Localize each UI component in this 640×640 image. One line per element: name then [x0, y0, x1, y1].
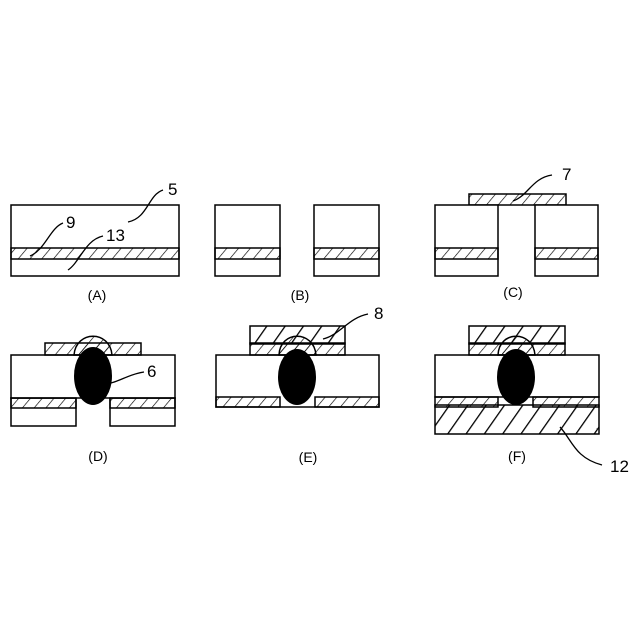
panel-label-e: (E): [299, 449, 318, 465]
callout-5: 5: [168, 180, 177, 199]
inner-metal-left: [435, 248, 498, 259]
panel-b: (B): [215, 205, 379, 303]
inner-metal-right: [535, 248, 598, 259]
inner-metal-right: [533, 397, 599, 407]
substrate-right: [314, 205, 379, 276]
panel-label-a: (A): [88, 287, 107, 303]
via-plug: [278, 349, 316, 405]
substrate-body: [11, 205, 179, 276]
substrate-left: [435, 205, 498, 276]
callout-6: 6: [147, 362, 156, 381]
inner-metal-left: [11, 398, 76, 408]
callout-12: 12: [610, 457, 629, 476]
callout-9: 9: [66, 213, 75, 232]
inner-metal-left: [215, 248, 280, 259]
inner-metal-right: [110, 398, 175, 408]
inner-metal-layer: [11, 248, 179, 259]
panel-label-f: (F): [508, 448, 526, 464]
callout-13: 13: [106, 226, 125, 245]
panel-e: 8 (E): [216, 304, 383, 465]
inner-metal-left: [216, 397, 280, 407]
substrate-right: [535, 205, 598, 276]
panel-label-b: (B): [291, 287, 310, 303]
inner-metal-left: [435, 397, 498, 407]
inner-metal-right: [314, 248, 379, 259]
panel-d: 6 (D): [11, 336, 175, 464]
panel-f: 12 (F): [435, 326, 629, 476]
panel-label-c: (C): [503, 284, 522, 300]
via-plug: [497, 349, 535, 405]
substrate-left: [215, 205, 280, 276]
panel-a: 5 9 13 (A): [11, 180, 179, 303]
callout-7: 7: [562, 165, 571, 184]
panel-c: 7 (C): [435, 165, 598, 300]
panel-label-d: (D): [88, 448, 107, 464]
callout-8: 8: [374, 304, 383, 323]
bottom-coat-layer: [435, 405, 599, 434]
via-plug: [74, 347, 112, 405]
inner-metal-right: [315, 397, 379, 407]
